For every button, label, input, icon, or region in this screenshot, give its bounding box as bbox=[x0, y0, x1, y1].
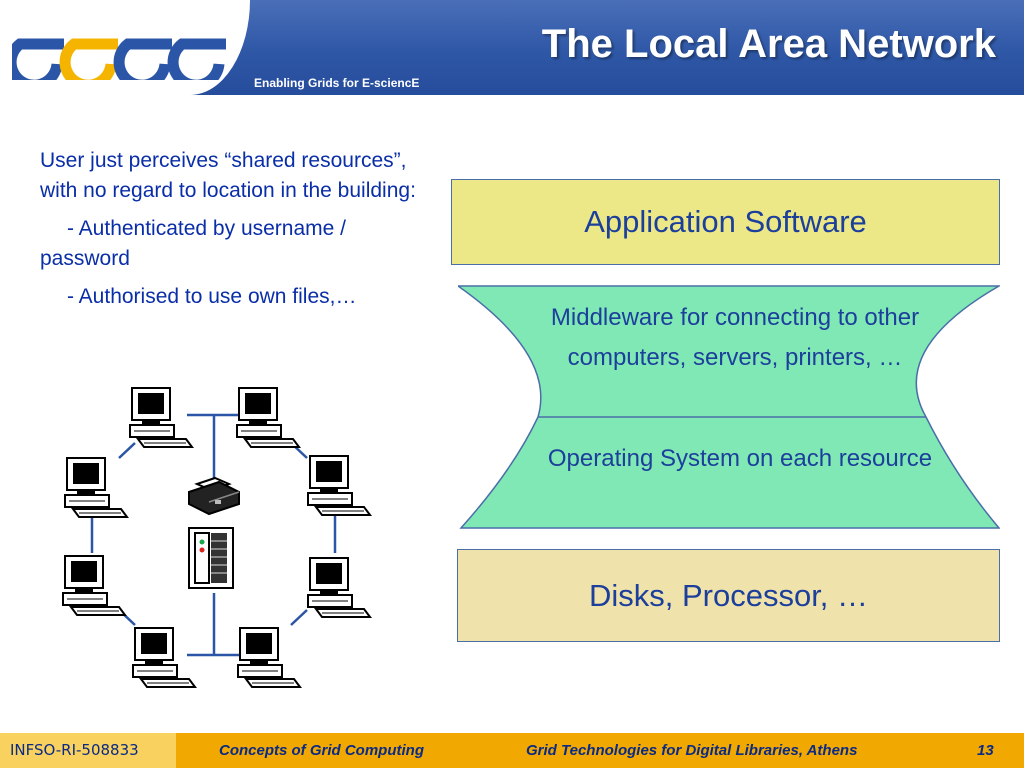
bullet-list: User just perceives “shared resources”, … bbox=[40, 146, 440, 312]
computer-icon bbox=[307, 557, 371, 618]
middleware-line-1: Middleware for connecting to other bbox=[550, 304, 920, 331]
cable bbox=[118, 442, 136, 459]
cable bbox=[290, 609, 308, 626]
header-bar: Enabling Grids for E-sciencE The Local A… bbox=[0, 0, 1024, 95]
computer-icon bbox=[129, 387, 193, 448]
bullet-main: User just perceives “shared resources”, … bbox=[40, 149, 416, 202]
footer-bar: INFSO-RI-508833 Concepts of Grid Computi… bbox=[0, 733, 1024, 768]
hourglass-shape bbox=[458, 285, 1000, 529]
hardware-label: Disks, Processor, … bbox=[588, 577, 869, 613]
computer-icon bbox=[132, 627, 196, 688]
tagline: Enabling Grids for E-sciencE bbox=[254, 76, 420, 90]
computer-icon bbox=[237, 627, 301, 688]
computer-icon bbox=[307, 455, 371, 516]
middleware-os-hourglass bbox=[458, 285, 1000, 529]
egee-logo bbox=[12, 38, 226, 80]
page-title: The Local Area Network bbox=[541, 22, 996, 66]
hardware-layer: Disks, Processor, … bbox=[457, 549, 1000, 642]
application-software-layer: Application Software bbox=[451, 179, 1000, 265]
lan-network-diagram bbox=[62, 387, 371, 688]
server-icon bbox=[188, 527, 234, 589]
os-label: Operating System on each resource bbox=[547, 445, 933, 472]
bullet-sub-authenticated: - Authenticated by username / password bbox=[40, 217, 346, 270]
application-label: Application Software bbox=[584, 204, 867, 239]
project-id: INFSO-RI-508833 bbox=[0, 733, 176, 768]
page-number: 13 bbox=[977, 742, 994, 759]
computer-icon bbox=[236, 387, 300, 448]
computer-icon bbox=[64, 457, 128, 518]
footer-course: Concepts of Grid Computing bbox=[219, 742, 424, 759]
logo-panel bbox=[0, 0, 250, 95]
footer-event: Grid Technologies for Digital Libraries,… bbox=[526, 742, 858, 759]
computer-icon bbox=[62, 555, 126, 616]
printer-icon bbox=[188, 476, 240, 516]
middleware-label: Middleware for connecting to other compu… bbox=[500, 298, 970, 378]
middleware-line-2: computers, servers, printers, … bbox=[567, 344, 903, 371]
bullet-sub-authorised: - Authorised to use own files,… bbox=[67, 285, 357, 308]
